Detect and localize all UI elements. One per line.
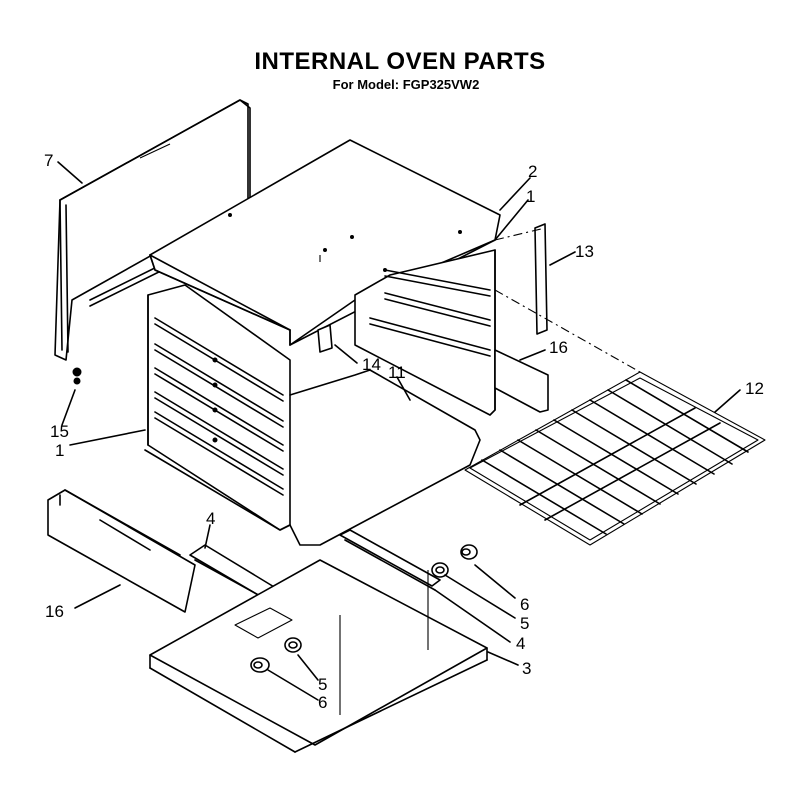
callout-5-right: 5 [520, 614, 529, 633]
diagram-title: INTERNAL OVEN PARTS [254, 48, 546, 75]
left-trim-piece [47, 489, 196, 613]
callout-13: 13 [575, 242, 594, 261]
oven-rack [464, 371, 766, 546]
callout-15: 15 [50, 422, 69, 441]
callout-5-bottom: 5 [318, 675, 327, 694]
bushing-bottom [284, 637, 302, 653]
oven-bottom [289, 369, 481, 546]
callout-16-left: 16 [45, 602, 64, 621]
alignment-line [494, 227, 546, 241]
callout-4-left: 4 [206, 509, 215, 528]
callout-1-top: 1 [526, 187, 535, 206]
bottom-tray [149, 559, 488, 753]
callout-7: 7 [44, 151, 53, 170]
callout-12: 12 [745, 379, 764, 398]
leader-lines [57, 161, 741, 701]
callout-6-right: 6 [520, 595, 529, 614]
callout-4-right: 4 [516, 634, 525, 653]
model-number: For Model: FGP325VW2 [332, 77, 480, 92]
rack-clip [317, 324, 333, 353]
alignment-line [494, 289, 641, 373]
callout-14: 14 [362, 355, 381, 374]
knob-right [460, 544, 478, 560]
bushing-right [431, 562, 449, 578]
callout-16-right: 16 [549, 338, 568, 357]
callout-6-bottom: 6 [318, 693, 327, 712]
callout-3: 3 [522, 659, 531, 678]
right-trim-piece [494, 349, 549, 413]
side-bracket [534, 223, 548, 335]
burner-support-right [339, 529, 441, 591]
right-side-panel [354, 249, 496, 416]
knob-bottom [250, 657, 270, 673]
callout-11: 11 [388, 363, 406, 382]
left-side-panel [144, 284, 291, 531]
callout-1-left: 1 [55, 441, 64, 460]
callout-2: 2 [528, 162, 537, 181]
